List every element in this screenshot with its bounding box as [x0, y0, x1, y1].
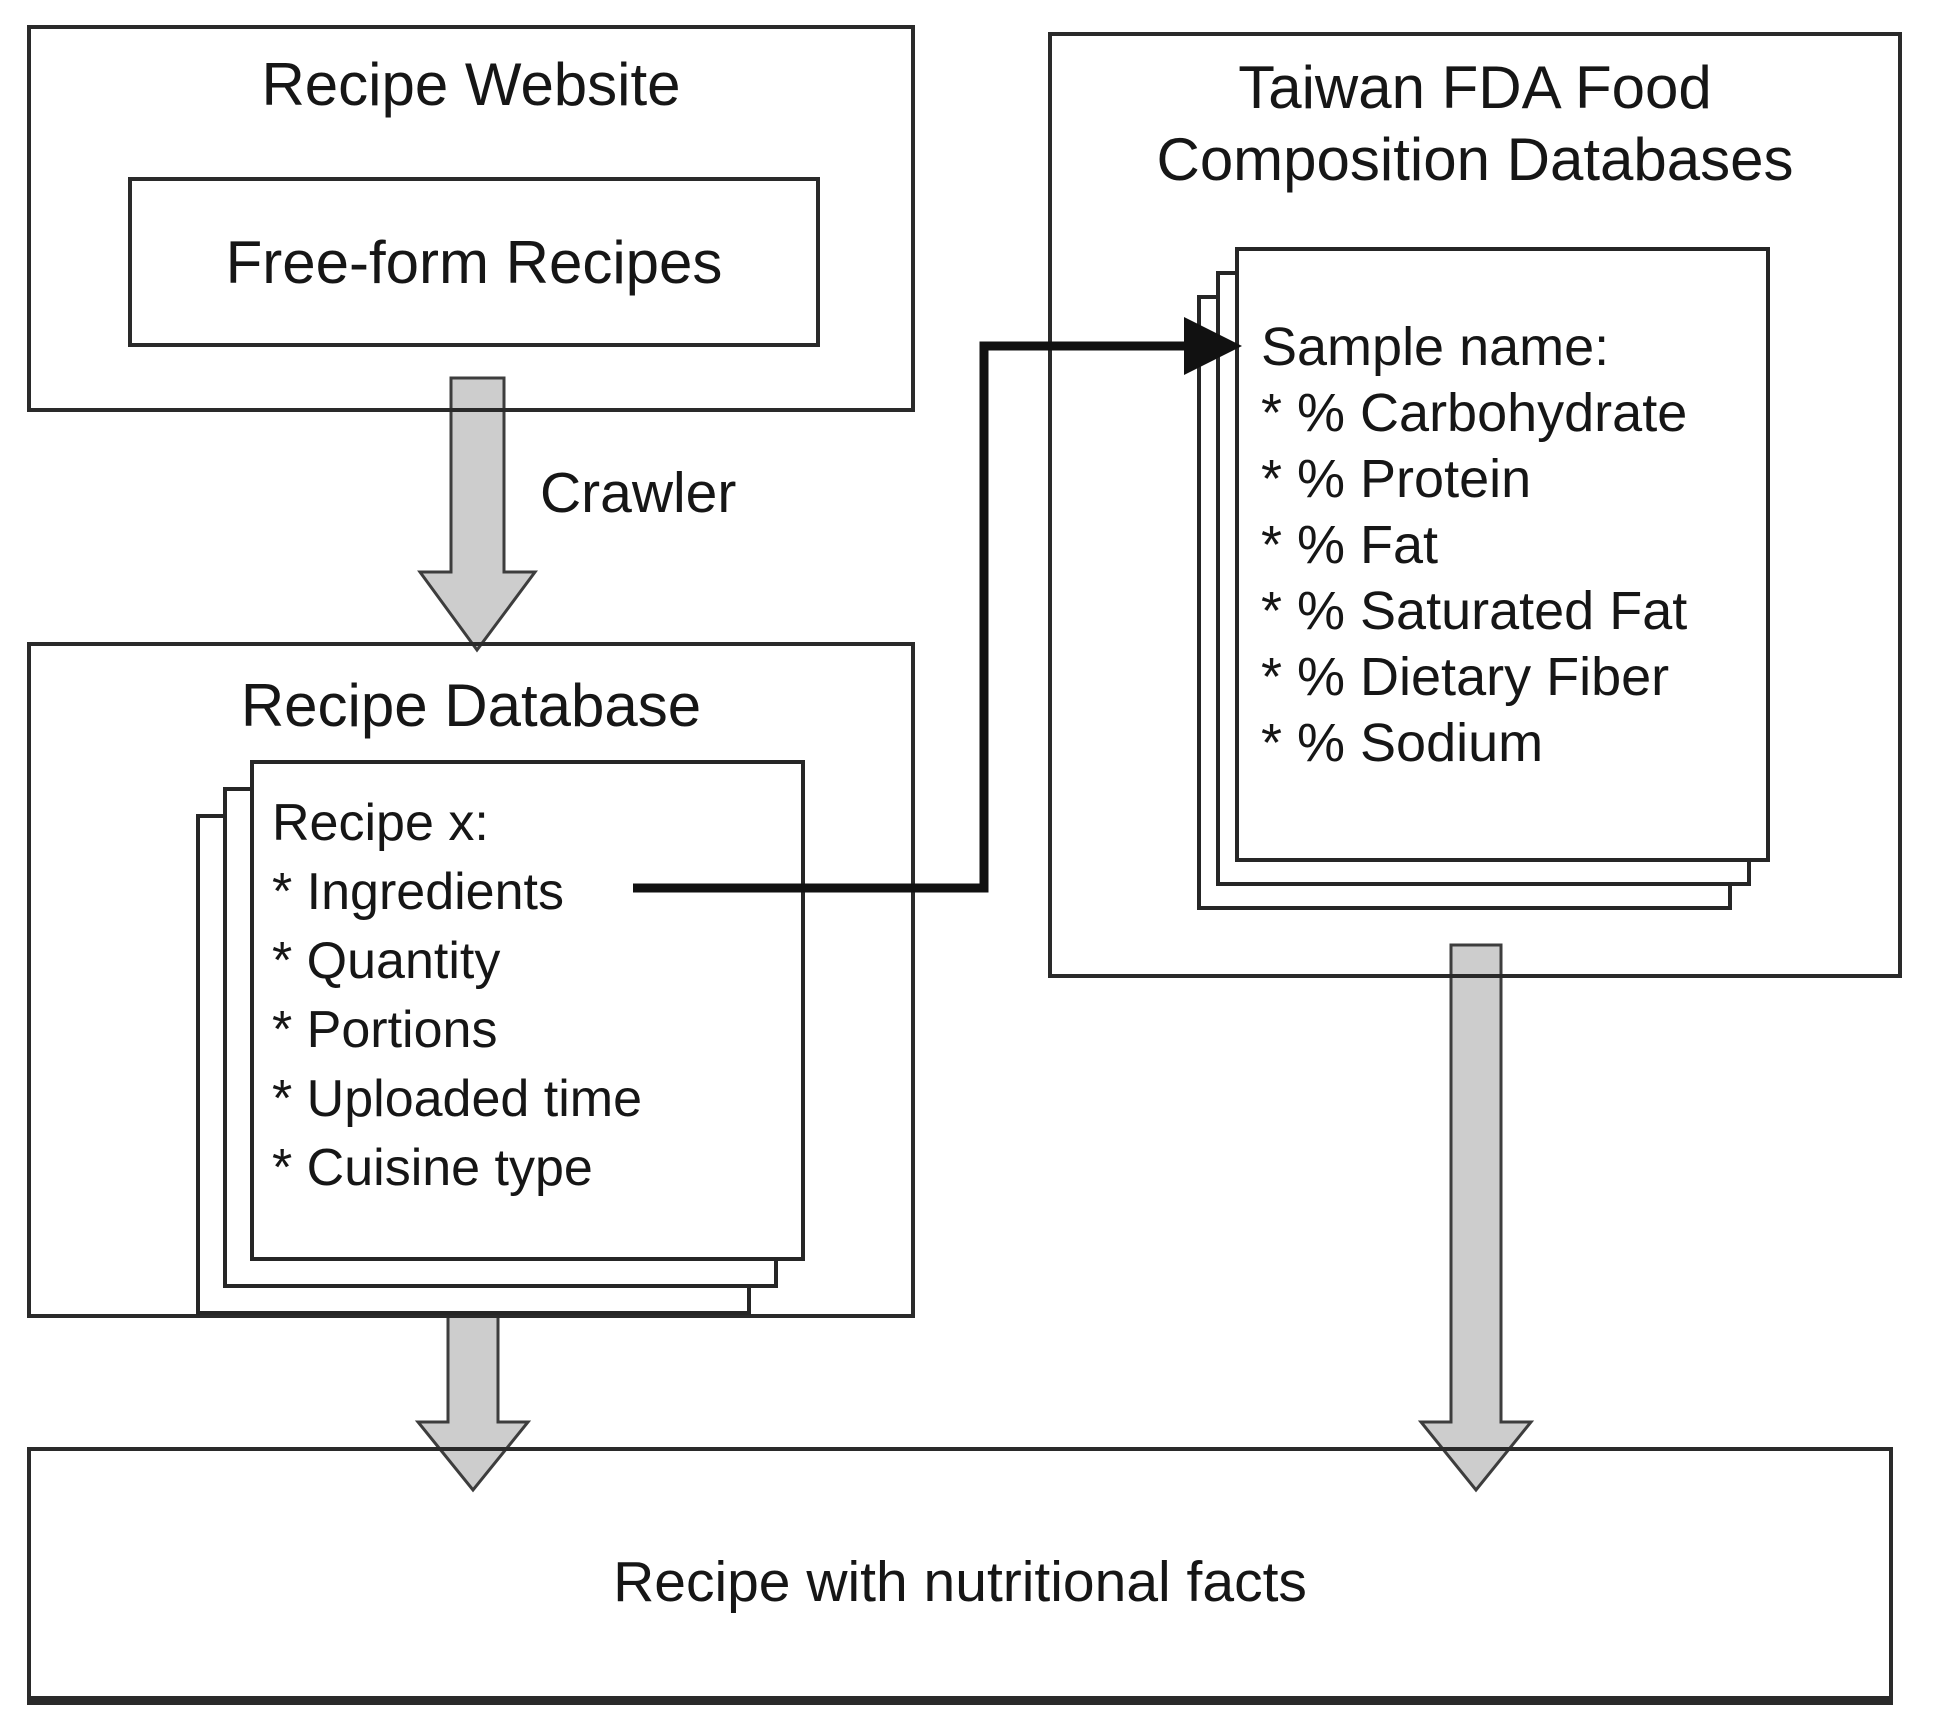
recipe-database-box: Recipe Database Recipe x: * Ingredients … [27, 642, 915, 1318]
taiwan-fda-box: Taiwan FDA Food Composition Databases Sa… [1048, 32, 1902, 978]
recipe-card-item-uploaded-time: * Uploaded time [272, 1070, 642, 1128]
recipe-card-header: Recipe x: [272, 794, 489, 852]
fda-sample-card: Sample name: * % Carbohydrate * % Protei… [1235, 247, 1770, 862]
free-form-recipes-box: Free-form Recipes [128, 177, 820, 347]
connector-arrowhead-icon [1184, 317, 1242, 375]
fda-card-item-carbohydrate: * % Carbohydrate [1261, 383, 1688, 443]
output-box: Recipe with nutritional facts [27, 1447, 1893, 1705]
recipe-card-item-quantity: * Quantity [272, 932, 501, 990]
fda-to-output-arrow-icon [1417, 943, 1535, 1493]
fda-card-item-protein: * % Protein [1261, 449, 1532, 509]
fda-card-header: Sample name: [1261, 317, 1610, 377]
recipe-card: Recipe x: * Ingredients * Quantity * Por… [250, 760, 805, 1261]
recipe-card-item-ingredients: * Ingredients [272, 863, 564, 921]
crawler-label: Crawler [540, 461, 737, 525]
fda-card-item-fat: * % Fat [1261, 515, 1439, 575]
recipe-database-title: Recipe Database [240, 672, 702, 739]
taiwan-fda-title: Taiwan FDA Food Composition Databases [1156, 54, 1794, 193]
fda-card-item-saturated-fat: * % Saturated Fat [1261, 581, 1688, 641]
output-box-title: Recipe with nutritional facts [613, 1549, 1307, 1614]
recipe-website-box: Recipe Website Free-form Recipes [27, 25, 915, 412]
fda-card-item-dietary-fiber: * % Dietary Fiber [1261, 647, 1670, 707]
recipe-card-item-portions: * Portions [272, 1001, 498, 1059]
recipe-db-to-output-arrow-icon [414, 1314, 532, 1493]
recipe-card-stack: Recipe x: * Ingredients * Quantity * Por… [31, 646, 911, 1315]
fda-card-stack: Sample name: * % Carbohydrate * % Protei… [1052, 36, 1898, 974]
connector-line [633, 341, 1188, 893]
recipe-website-title: Recipe Website [261, 51, 681, 118]
recipe-card-item-cuisine-type: * Cuisine type [272, 1139, 593, 1197]
free-form-recipes-label: Free-form Recipes [225, 228, 723, 296]
fda-card-item-sodium: * % Sodium [1261, 713, 1544, 773]
